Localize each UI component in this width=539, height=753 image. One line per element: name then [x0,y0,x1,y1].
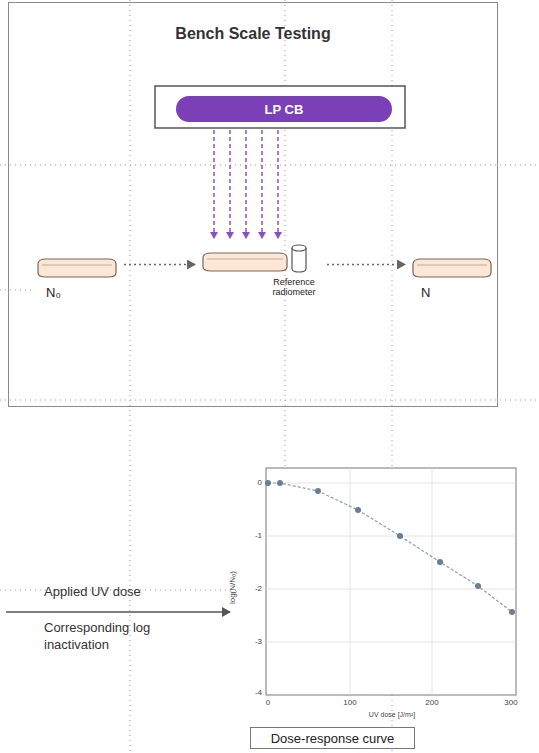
tick-label: 200 [417,698,447,707]
petri-dish-shape [36,255,118,279]
node-text: LP CB [265,102,304,117]
node-text: N₀ [46,285,118,300]
tick-label: 300 [496,698,526,707]
tick-label: 100 [335,698,365,707]
tick-label: 0 [253,698,283,707]
uv-lamp: LP CB [176,96,392,122]
axis-title: UV dose [J/m²] [332,711,452,718]
node-text: N [421,285,493,300]
caption-box: Dose-response curve [250,727,415,749]
uv-rays [214,130,278,238]
sample-dish: N [411,255,493,300]
node-text: Reference radiometer [267,277,321,298]
lamp-housing [155,86,405,128]
exposure-station: Reference radiometer [201,243,321,298]
tick-label: -3 [236,637,262,646]
tick-label: -2 [236,584,262,593]
tick-label: -1 [236,531,262,540]
petri-dish-shape [411,255,493,279]
tick-label: 0 [236,478,262,487]
input-arrow [6,611,230,613]
input-note: Applied UV dose [44,584,141,599]
axis-title: log(N/N₀) [228,548,237,628]
panel-frame: Bench Scale Testing LP CB N₀ Reference radi… [8,2,498,407]
node-text: Bench Scale Testing [9,25,497,43]
dose-response-plot [265,468,516,695]
input-note: Corresponding log inactivation [44,620,209,654]
node-text: Dose-response curve [271,731,395,746]
sample-dish: N₀ [36,255,118,300]
petri-dish-shape [201,243,321,273]
flow-arrow [327,264,405,265]
tick-label: -4 [236,688,262,697]
flow-arrow [124,264,195,265]
